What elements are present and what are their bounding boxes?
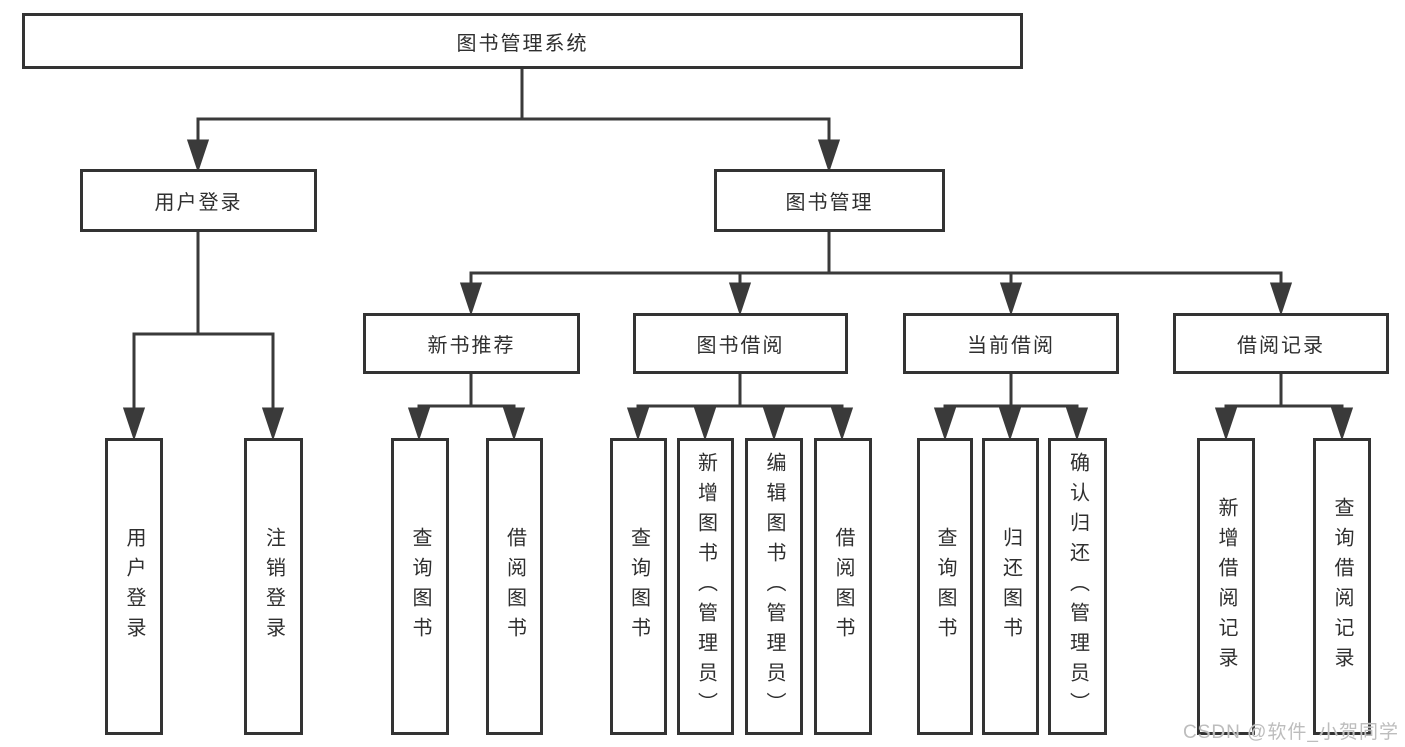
node-book-borrow: 图书借阅: [633, 313, 848, 374]
leaf-cb-query-books: 查询图书: [917, 438, 973, 735]
node-new-book-recommend: 新书推荐: [363, 313, 580, 374]
connector-group-new-book: [407, 374, 526, 441]
leaf-bb-edit-book-admin: 编辑图书（管理员）: [745, 438, 803, 735]
node-label: 图书管理: [785, 192, 874, 214]
leaf-nb-borrow-books: 借阅图书: [486, 438, 543, 735]
leaf-logout: 注销登录: [244, 438, 303, 735]
leaf-cb-confirm-return-admin: 确认归还（管理员）: [1048, 438, 1107, 735]
leaf-label: 借阅图书: [503, 526, 526, 647]
leaf-label: 新增图书（管理员）: [694, 451, 717, 722]
connector-group-user-login: [122, 232, 285, 441]
node-label: 当前借阅: [967, 335, 1055, 357]
leaf-user-login: 用户登录: [105, 438, 163, 735]
leaf-label: 查询借阅记录: [1331, 496, 1353, 677]
node-label: 新书推荐: [427, 335, 516, 357]
leaf-br-query-record: 查询借阅记录: [1313, 438, 1371, 735]
node-label: 图书借阅: [696, 335, 785, 357]
leaf-label: 用户登录: [123, 526, 145, 647]
leaf-label: 确认归还（管理员）: [1066, 451, 1089, 722]
leaf-bb-query-books: 查询图书: [610, 438, 667, 735]
node-borrow-record: 借阅记录: [1173, 313, 1389, 374]
leaf-br-add-record: 新增借阅记录: [1197, 438, 1255, 735]
leaf-label: 注销登录: [262, 526, 285, 647]
leaf-label: 新增借阅记录: [1215, 496, 1237, 677]
leaf-label: 查询图书: [627, 526, 650, 647]
node-label: 用户登录: [154, 192, 243, 214]
leaf-bb-add-book-admin: 新增图书（管理员）: [677, 438, 734, 735]
leaf-label: 归还图书: [999, 526, 1022, 647]
node-label: 图书管理系统: [456, 32, 589, 55]
leaf-label: 查询图书: [409, 526, 431, 647]
leaf-bb-borrow-books: 借阅图书: [814, 438, 872, 735]
node-label: 借阅记录: [1237, 335, 1325, 357]
leaf-label: 查询图书: [934, 526, 956, 647]
node-current-borrow: 当前借阅: [903, 313, 1119, 374]
connector-group-borrow-record: [1214, 374, 1354, 441]
leaf-nb-query-books: 查询图书: [391, 438, 449, 735]
connector-group-root: [186, 69, 841, 173]
node-book-management: 图书管理: [714, 169, 945, 232]
node-user-login: 用户登录: [80, 169, 317, 232]
leaf-cb-return-books: 归还图书: [982, 438, 1039, 735]
leaf-label: 借阅图书: [832, 526, 854, 647]
csdn-watermark: CSDN @软件_小贺同学: [1183, 722, 1399, 743]
connector-group-book-management: [459, 232, 1293, 316]
connector-group-current-borrow: [933, 374, 1089, 441]
connector-group-book-borrow: [626, 374, 854, 441]
node-root-system: 图书管理系统: [22, 13, 1023, 69]
leaf-label: 编辑图书（管理员）: [763, 451, 785, 722]
